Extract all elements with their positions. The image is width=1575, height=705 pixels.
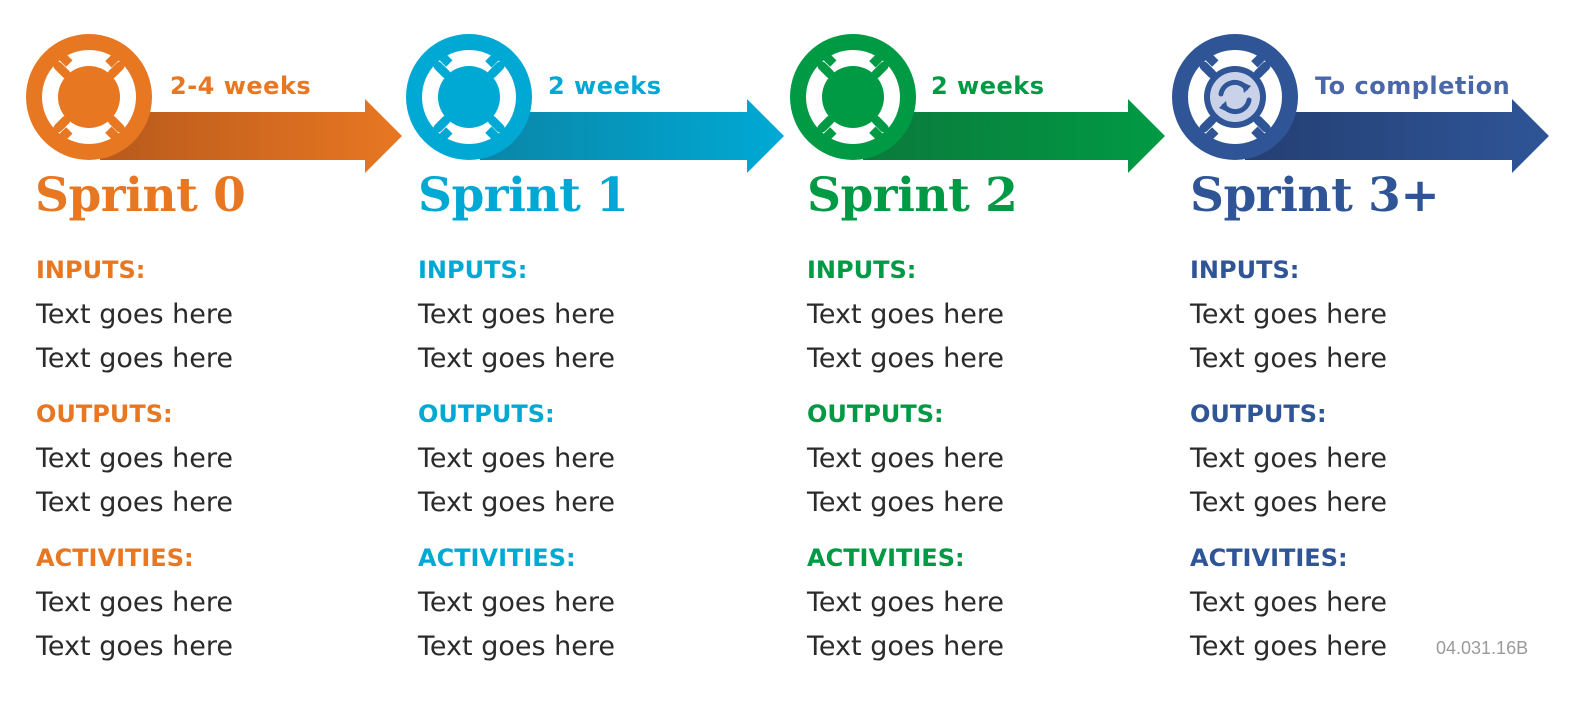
sprint-2-output-line: Text goes here — [807, 443, 1004, 474]
sprint-1-title: Sprint 1 — [418, 168, 629, 223]
sprint-3-outputs-label: OUTPUTS: — [1190, 400, 1327, 428]
sprint-0-output-line: Text goes here — [36, 487, 233, 518]
lifebuoy-icon — [26, 34, 152, 160]
sprint-3-activity-line: Text goes here — [1190, 631, 1387, 662]
document-code: 04.031.16B — [1436, 638, 1529, 658]
sprint-2-output-line: Text goes here — [807, 487, 1004, 518]
sprint-3-activity-line: Text goes here — [1190, 587, 1387, 618]
lifebuoy-icon — [790, 34, 916, 160]
sprint-2-column: 2 weeks Sprint 2 INPUTS: Text goes here … — [763, 0, 1165, 705]
sprint-2-input-line: Text goes here — [807, 343, 1004, 374]
sprint-3-output-line: Text goes here — [1190, 443, 1387, 474]
sprint-3-inputs-label: INPUTS: — [1190, 256, 1300, 284]
sprint-3-duration: To completion — [1315, 72, 1511, 100]
sprint-2-outputs-label: OUTPUTS: — [807, 400, 944, 428]
sprint-0-activities-label: ACTIVITIES: — [36, 544, 194, 572]
sprint-1-activity-line: Text goes here — [418, 587, 615, 618]
sprint-0-activity-line: Text goes here — [36, 587, 233, 618]
sprint-1-output-line: Text goes here — [418, 443, 615, 474]
sprint-2-arrow — [790, 34, 1165, 173]
sprint-1-input-line: Text goes here — [418, 343, 615, 374]
sprint-3-arrow — [1172, 34, 1549, 173]
sprint-0-title: Sprint 0 — [35, 168, 246, 223]
sprint-2-inputs-label: INPUTS: — [807, 256, 917, 284]
sprint-0-input-line: Text goes here — [36, 299, 233, 330]
sprint-3-input-line: Text goes here — [1190, 299, 1387, 330]
sprint-3-output-line: Text goes here — [1190, 487, 1387, 518]
sprint-0-input-line: Text goes here — [36, 343, 233, 374]
sprint-3-title: Sprint 3+ — [1190, 168, 1440, 223]
sprint-0-output-line: Text goes here — [36, 443, 233, 474]
sprint-2-activity-line: Text goes here — [807, 631, 1004, 662]
sprint-3-input-line: Text goes here — [1190, 343, 1387, 374]
sprint-1-activities-label: ACTIVITIES: — [418, 544, 576, 572]
sprint-2-activity-line: Text goes here — [807, 587, 1004, 618]
sprint-2-input-line: Text goes here — [807, 299, 1004, 330]
sprint-3-activities-label: ACTIVITIES: — [1190, 544, 1348, 572]
sprint-0-duration: 2-4 weeks — [170, 72, 312, 100]
sprint-1-duration: 2 weeks — [548, 72, 662, 100]
sprint-1-input-line: Text goes here — [418, 299, 615, 330]
sprint-1-column: 2 weeks Sprint 1 INPUTS: Text goes here … — [380, 0, 784, 705]
sprint-1-outputs-label: OUTPUTS: — [418, 400, 555, 428]
sprint-1-inputs-label: INPUTS: — [418, 256, 528, 284]
sprint-1-arrow — [406, 34, 784, 173]
sprint-2-duration: 2 weeks — [931, 72, 1045, 100]
sprint-0-inputs-label: INPUTS: — [36, 256, 146, 284]
sprint-0-activity-line: Text goes here — [36, 631, 233, 662]
sprint-0-outputs-label: OUTPUTS: — [36, 400, 173, 428]
sprint-0-arrow — [26, 34, 402, 173]
sprint-0-column: 2-4 weeks Sprint 0 INPUTS: Text goes her… — [0, 0, 402, 705]
sprint-2-title: Sprint 2 — [807, 168, 1018, 223]
sprint-1-activity-line: Text goes here — [418, 631, 615, 662]
lifebuoy-repeat-icon — [1172, 34, 1298, 160]
sprint-2-activities-label: ACTIVITIES: — [807, 544, 965, 572]
lifebuoy-icon — [406, 34, 532, 160]
sprint-1-output-line: Text goes here — [418, 487, 615, 518]
sprint-3-column: To completion Sprint 3+ INPUTS: Text goe… — [1145, 0, 1549, 705]
